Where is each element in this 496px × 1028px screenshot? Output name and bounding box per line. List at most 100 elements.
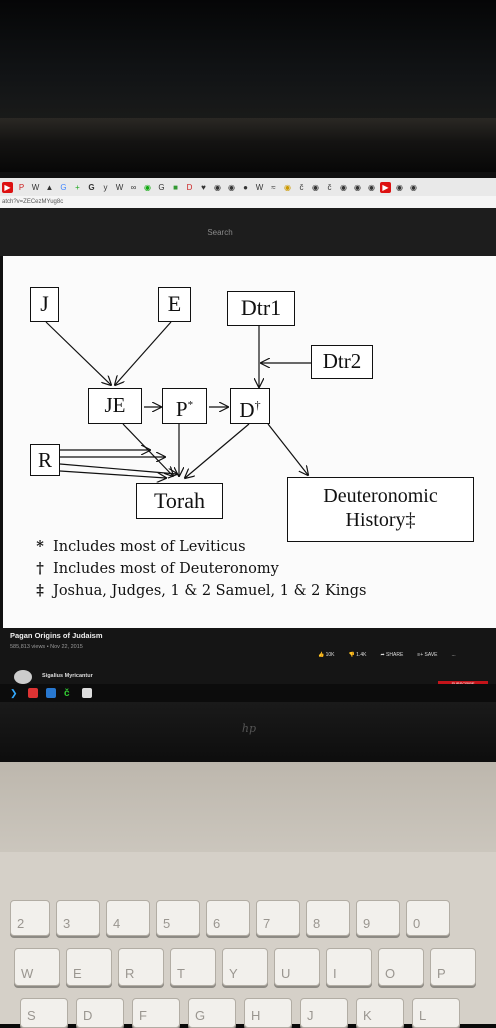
key[interactable]: R	[118, 948, 164, 986]
arrow-r-3	[59, 463, 177, 474]
key[interactable]: I	[326, 948, 372, 986]
avatar[interactable]	[14, 670, 32, 684]
key[interactable]: 5	[156, 900, 200, 936]
arrow-e-to-je	[115, 321, 172, 385]
key[interactable]: 7	[256, 900, 300, 936]
chrome-icon[interactable]: ◉	[410, 182, 417, 192]
save-button[interactable]: ≡+ SAVE	[417, 652, 438, 658]
key[interactable]: P	[430, 948, 476, 986]
share-icon[interactable]: ∞	[130, 182, 137, 192]
chrome-icon[interactable]: ◉	[144, 182, 151, 192]
more-button[interactable]: ...	[451, 652, 456, 658]
result-box-torah: Torah	[136, 483, 223, 519]
pinterest-icon[interactable]: P	[18, 182, 25, 192]
d-icon[interactable]: D	[186, 182, 193, 192]
map-icon[interactable]: ■	[173, 182, 178, 192]
key-label: L	[419, 1008, 427, 1023]
chrome-icon[interactable]: ◉	[312, 182, 319, 192]
s-icon[interactable]: ≈	[271, 182, 276, 192]
heart-icon[interactable]: ♥	[201, 182, 206, 192]
box-label: J	[40, 291, 49, 316]
c-icon[interactable]: č	[64, 688, 70, 699]
key-label: G	[195, 1008, 206, 1023]
footnote: †Includes most of Deuteronomy	[33, 558, 483, 580]
key-label: K	[363, 1008, 372, 1023]
box-label: Deuteronomic	[323, 485, 438, 507]
key[interactable]: 3	[56, 900, 100, 936]
c-icon[interactable]: č	[299, 182, 304, 192]
pdf-icon[interactable]	[28, 688, 38, 698]
key[interactable]: U	[274, 948, 320, 986]
chrome-icon[interactable]: ◉	[214, 182, 221, 192]
chrome-icon[interactable]: ◉	[228, 182, 235, 192]
monitor-bezel-top	[0, 118, 496, 178]
key[interactable]: Y	[222, 948, 268, 986]
taskbar: ❯ č	[0, 684, 496, 702]
wiki-icon[interactable]: W	[31, 182, 40, 192]
footnote-symbol: †	[36, 560, 44, 577]
key[interactable]: 0	[406, 900, 450, 936]
key-label: 7	[263, 916, 271, 931]
key[interactable]: K	[356, 998, 404, 1028]
key[interactable]: 6	[206, 900, 250, 936]
key-label: T	[177, 966, 185, 981]
source-box-e: E	[158, 287, 191, 322]
key[interactable]: W	[14, 948, 60, 986]
key[interactable]: F	[132, 998, 180, 1028]
wiki-icon[interactable]: W	[115, 182, 124, 192]
apple-icon[interactable]: ●	[243, 182, 248, 192]
footnote: *Includes most of Leviticus	[33, 536, 483, 558]
key[interactable]: H	[244, 998, 292, 1028]
google-icon[interactable]: G	[158, 182, 165, 192]
c-icon[interactable]: č	[327, 182, 332, 192]
channel-name[interactable]: Sigalius Myricantur	[42, 673, 93, 679]
video-title: Pagan Origins of Judaism	[10, 631, 103, 640]
chrome-icon[interactable]: ◉	[284, 182, 291, 192]
chrome-icon[interactable]: ◉	[354, 182, 361, 192]
source-box-d: D†	[230, 388, 270, 424]
key-label: O	[385, 966, 396, 981]
box-label: History‡	[345, 509, 416, 531]
key[interactable]: T	[170, 948, 216, 986]
arrow-icon[interactable]: ❯	[10, 688, 18, 698]
key-label: Y	[229, 966, 238, 981]
chrome-icon[interactable]: ◉	[340, 182, 347, 192]
youtube-icon[interactable]: ▶	[380, 181, 391, 193]
chrome-icon[interactable]: ◉	[396, 182, 403, 192]
key[interactable]: O	[378, 948, 424, 986]
footnotes: *Includes most of Leviticus †Includes mo…	[33, 536, 483, 602]
share-button[interactable]: ➦ SHARE	[380, 652, 404, 658]
video-meta: 585,813 views • Nov 22, 2015	[10, 644, 83, 650]
key[interactable]: 9	[356, 900, 400, 936]
yy-icon[interactable]: y	[103, 182, 108, 192]
key-label: 8	[313, 916, 321, 931]
tent-icon[interactable]: ▲	[45, 182, 54, 192]
plus-icon[interactable]: +	[75, 182, 80, 192]
google-icon[interactable]: G	[88, 182, 95, 192]
share-label: SHARE	[386, 652, 404, 658]
save-label: SAVE	[424, 652, 438, 658]
diagram-arrows	[45, 321, 311, 628]
g-icon[interactable]: G	[60, 182, 67, 192]
video-player[interactable]: J E Dtr1 Dtr2 JE P* D† R Torah Deuterono…	[3, 256, 496, 628]
key[interactable]: 8	[306, 900, 350, 936]
dislike-button[interactable]: 👎 1.4K	[348, 652, 367, 658]
source-box-r: R	[30, 444, 60, 476]
key[interactable]: 2	[10, 900, 50, 936]
key[interactable]: D	[76, 998, 124, 1028]
search-input[interactable]: Search	[207, 228, 233, 237]
chrome-icon[interactable]: ◉	[368, 182, 375, 192]
video-info-panel	[0, 628, 496, 688]
key[interactable]: E	[66, 948, 112, 986]
photos-icon[interactable]	[46, 688, 56, 698]
browser-tab-bar: ▶ P W ▲ G + G y W ∞ ◉ G ■ D ♥ ◉ ◉ ● W ≈ …	[0, 178, 496, 196]
youtube-icon[interactable]: ▶	[2, 181, 13, 193]
footnote-symbol: *	[36, 538, 44, 555]
calculator-icon[interactable]	[82, 688, 92, 698]
wiki-icon[interactable]: W	[255, 182, 264, 192]
key[interactable]: 4	[106, 900, 150, 936]
address-bar[interactable]: atch?v=ZECezMYug8c	[0, 196, 496, 208]
key-label: 5	[163, 916, 171, 931]
source-box-dtr2: Dtr2	[311, 345, 373, 379]
like-button[interactable]: 👍 10K	[318, 652, 335, 658]
